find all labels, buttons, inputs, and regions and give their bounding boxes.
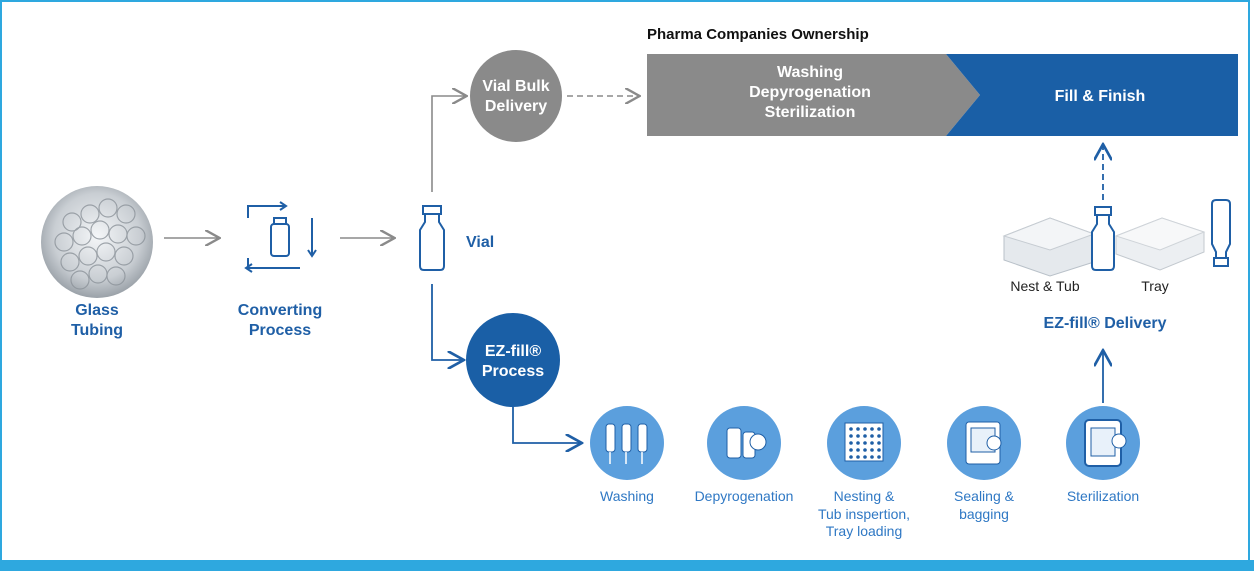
nest-tub-label: Nest & Tub bbox=[1010, 278, 1080, 294]
step-circle-depyrogenation bbox=[707, 406, 781, 480]
vial-bulk-delivery-circle bbox=[470, 50, 562, 142]
pharma-gray-banner bbox=[647, 54, 980, 136]
converting-line-2: Process bbox=[248, 322, 312, 339]
diagram-frame bbox=[0, 0, 1250, 560]
step-label-depyrogenation: Depyrogenation bbox=[684, 488, 804, 506]
converting-process-label: Converting Process bbox=[220, 301, 340, 341]
step-nesting-line-1: Nesting & bbox=[833, 488, 895, 504]
bottom-accent-bar bbox=[0, 560, 1254, 571]
arrow-vial-to-ezfill bbox=[431, 284, 462, 360]
delivery-vial-icon bbox=[1091, 206, 1115, 271]
step-nesting-line-3: Tray loading bbox=[825, 523, 903, 539]
fill-finish-label: Fill & Finish bbox=[1054, 88, 1146, 105]
glass-tubing-line-2: Tubing bbox=[70, 322, 124, 339]
arrow-ezfill-to-washing bbox=[512, 407, 580, 443]
step-sealing-line-1: Sealing & bbox=[954, 488, 1014, 504]
ezfill-process-label: EZ-fill® Process bbox=[467, 342, 559, 382]
step-label-washing: Washing bbox=[577, 488, 677, 506]
ezfill-process-line-1: EZ-fill® bbox=[484, 343, 542, 360]
glass-tubing-line-1: Glass bbox=[75, 302, 119, 319]
glass-tubing-label: Glass Tubing bbox=[47, 301, 147, 341]
step-sealing-line-2: bagging bbox=[959, 505, 1009, 522]
step-washing-line-1: Washing bbox=[600, 488, 654, 504]
step-depyrogenation-line-1: Depyrogenation bbox=[694, 488, 794, 504]
nest-tub-image bbox=[1002, 217, 1096, 277]
vial-bulk-line-2: Delivery bbox=[484, 98, 548, 115]
banner-line-depyrogenation: Depyrogenation bbox=[749, 84, 871, 101]
converting-line-1: Converting bbox=[237, 302, 323, 319]
vial-bulk-line-1: Vial Bulk bbox=[482, 78, 550, 95]
tray-image bbox=[1114, 217, 1206, 271]
step-label-sealing: Sealing & bagging bbox=[934, 488, 1034, 523]
step-nesting-line-2: Tub inspertion, bbox=[817, 505, 911, 522]
arrow-vial-to-bulk bbox=[431, 96, 465, 192]
pharma-blue-banner bbox=[946, 54, 1238, 136]
glass-tubing-image bbox=[41, 186, 153, 298]
step-circle-sealing bbox=[947, 406, 1021, 480]
pharma-ownership-title: Pharma Companies Ownership bbox=[647, 26, 869, 43]
vial-icon bbox=[419, 205, 445, 271]
step-circle-nesting bbox=[827, 406, 901, 480]
inverted-vial-icon bbox=[1211, 199, 1231, 267]
ezfill-process-line-2: Process bbox=[481, 363, 545, 380]
step-sterilization-line-1: Sterilization bbox=[1066, 488, 1140, 504]
ezfill-process-circle bbox=[466, 313, 560, 407]
banner-line-washing: Washing bbox=[776, 64, 844, 81]
banner-line-sterilization: Sterilization bbox=[764, 104, 856, 121]
step-circle-washing bbox=[590, 406, 664, 480]
tray-label: Tray bbox=[1141, 278, 1169, 294]
converting-cycle-icon bbox=[244, 201, 317, 273]
step-circle-sterilization bbox=[1066, 406, 1140, 480]
ezfill-delivery-title: EZ-fill® Delivery bbox=[1043, 315, 1167, 332]
step-label-sterilization: Sterilization bbox=[1053, 488, 1153, 506]
step-label-nesting: Nesting & Tub inspertion, Tray loading bbox=[804, 488, 924, 541]
vial-bulk-delivery-label: Vial Bulk Delivery bbox=[470, 77, 562, 117]
pharma-gray-banner-text: Washing Depyrogenation Sterilization bbox=[740, 63, 880, 123]
vial-label: Vial bbox=[466, 234, 495, 251]
